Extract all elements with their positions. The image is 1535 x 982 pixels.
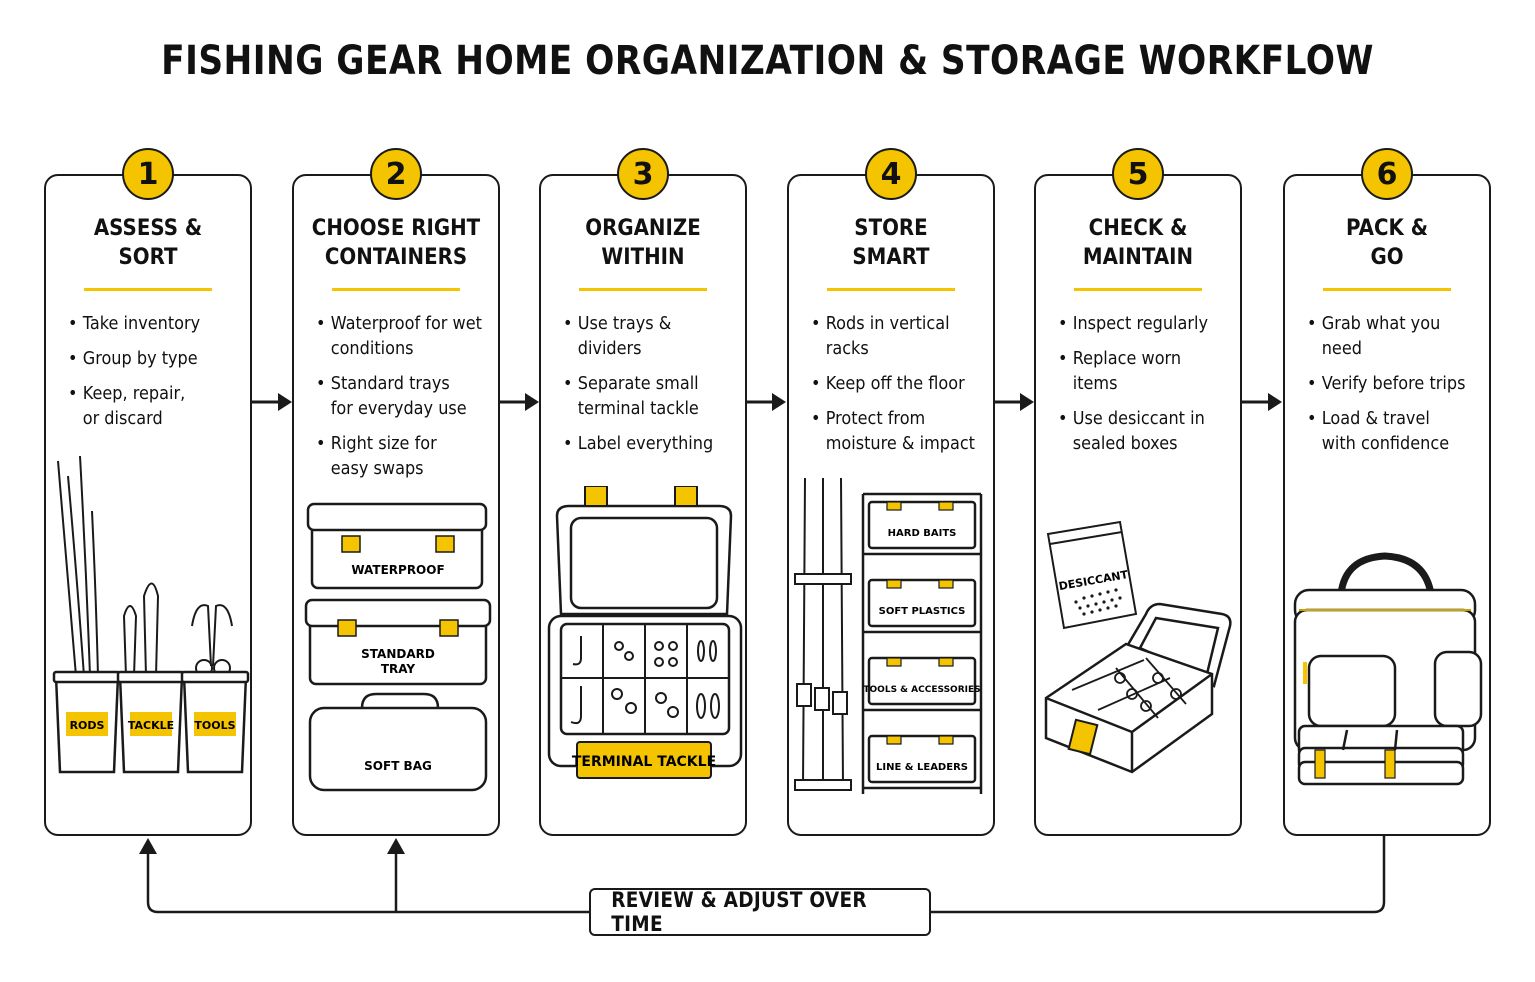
title-underline: [332, 288, 460, 291]
latch-icon: [439, 619, 459, 637]
tools-accessories-label: TOOLS & ACCESSORIES: [863, 685, 980, 695]
bullet-item: Load & travel with confidence: [1307, 407, 1474, 457]
step-bullets: Take inventory Group by type Keep, repai…: [68, 312, 235, 442]
title-underline: [1074, 288, 1202, 291]
title-underline: [579, 288, 707, 291]
step-card-6: 6 PACK &GO Grab what you need Verify bef…: [1283, 148, 1491, 836]
desiccant-box-illustration: DESICCANT: [1044, 520, 1232, 774]
latch-icon: [337, 619, 357, 637]
step-bullets: Use trays & dividers Separate small term…: [563, 312, 730, 467]
tackle-label: TACKLE: [128, 719, 174, 732]
step-title: ASSESS &SORT: [93, 216, 203, 270]
terminal-tackle-tag: [576, 741, 712, 779]
tray-label: TRAY: [381, 662, 416, 676]
review-adjust-label: REVIEW & ADJUST OVER TIME: [611, 888, 867, 936]
bullet-item: Group by type: [68, 347, 235, 372]
rods-label: RODS: [70, 719, 105, 732]
step-bullets: Waterproof for wet conditions Standard t…: [316, 312, 483, 492]
review-adjust-box: REVIEW & ADJUST OVER TIME: [589, 888, 931, 936]
tools-label: TOOLS: [194, 719, 235, 732]
bullet-item: Protect from moisture & impact: [811, 407, 978, 457]
latch-icon: [1067, 718, 1099, 756]
bullet-item: Label everything: [563, 432, 730, 457]
sorting-bins-illustration: RODS TACKLE TOOLS: [52, 456, 250, 774]
arrow-up-icon: [139, 838, 157, 854]
waterproof-label: WATERPROOF: [351, 563, 444, 577]
tackle-box-illustration: TERMINAL TACKLE: [547, 486, 743, 779]
step-title: CHECK &MAINTAIN: [1082, 216, 1194, 270]
bullet-item: Separate small terminal tackle: [563, 372, 730, 422]
flow-arrow: [252, 393, 292, 411]
page-title: FISHING GEAR HOME ORGANIZATION & STORAGE…: [161, 38, 1374, 84]
step-number-badge: 5: [1112, 148, 1164, 200]
bullet-item: Inspect regularly: [1058, 312, 1225, 337]
rod-rack-shelf-illustration: HARD BAITS SOFT PLASTICS TOOLS & ACCESSO…: [794, 477, 983, 794]
bullet-item: Grab what you need: [1307, 312, 1474, 362]
step-number-badge: 6: [1361, 148, 1413, 200]
latch-icon: [341, 535, 361, 553]
step-card-1: 1 ASSESS &SORT Take inventory Group by t…: [44, 148, 252, 836]
hard-baits-label: HARD BAITS: [888, 528, 957, 539]
step-card-5: 5 CHECK &MAINTAIN Inspect regularly Repl…: [1034, 148, 1242, 836]
line-leaders-label: LINE & LEADERS: [876, 762, 968, 773]
feedback-loop-arrows: [139, 836, 1386, 914]
title-underline: [827, 288, 955, 291]
title-underline: [1323, 288, 1451, 291]
flow-arrow: [499, 393, 539, 411]
step-number-badge: 3: [617, 148, 669, 200]
bullet-item: Use desiccant in sealed boxes: [1058, 407, 1225, 457]
bullet-item: Rods in vertical racks: [811, 312, 978, 362]
arrow-up-icon: [387, 838, 405, 854]
terminal-tackle-label: TERMINAL TACKLE: [572, 754, 716, 770]
flow-arrow: [746, 393, 786, 411]
flow-arrow: [994, 393, 1034, 411]
bullet-item: Keep, repair, or discard: [68, 382, 235, 432]
soft-bag-label: SOFT BAG: [364, 759, 432, 773]
tools-label-tag: [194, 712, 236, 736]
standard-label: STANDARD: [361, 647, 435, 661]
step-bullets: Inspect regularly Replace worn items Use…: [1058, 312, 1225, 467]
containers-illustration: WATERPROOF STANDARD TRAY SOFT BAG: [304, 502, 492, 792]
title-underline: [84, 288, 212, 291]
bullet-item: Replace worn items: [1058, 347, 1225, 397]
bullet-item: Take inventory: [68, 312, 235, 337]
latch-icon: [674, 486, 698, 507]
bullet-item: Use trays & dividers: [563, 312, 730, 362]
soft-plastics-label: SOFT PLASTICS: [879, 606, 966, 617]
rods-label-tag: [66, 712, 108, 736]
step-number-badge: 4: [865, 148, 917, 200]
zipper-pull-icon: [1303, 662, 1307, 684]
latch-icon: [584, 486, 608, 507]
bullet-item: Keep off the floor: [811, 372, 978, 397]
cooler-bag-illustration: [1293, 552, 1483, 786]
step-number-badge: 1: [122, 148, 174, 200]
bullet-item: Right size for easy swaps: [316, 432, 483, 482]
latch-icon: [435, 535, 455, 553]
bullet-item: Verify before trips: [1307, 372, 1474, 397]
step-number-badge: 2: [370, 148, 422, 200]
tackle-label-tag: [130, 712, 172, 736]
bullet-item: Waterproof for wet conditions: [316, 312, 483, 362]
step-title: PACK &GO: [1345, 216, 1429, 270]
flow-arrow: [1242, 393, 1282, 411]
step-bullets: Rods in vertical racks Keep off the floo…: [811, 312, 978, 467]
bullet-item: Standard trays for everyday use: [316, 372, 483, 422]
step-bullets: Grab what you need Verify before trips L…: [1307, 312, 1474, 467]
